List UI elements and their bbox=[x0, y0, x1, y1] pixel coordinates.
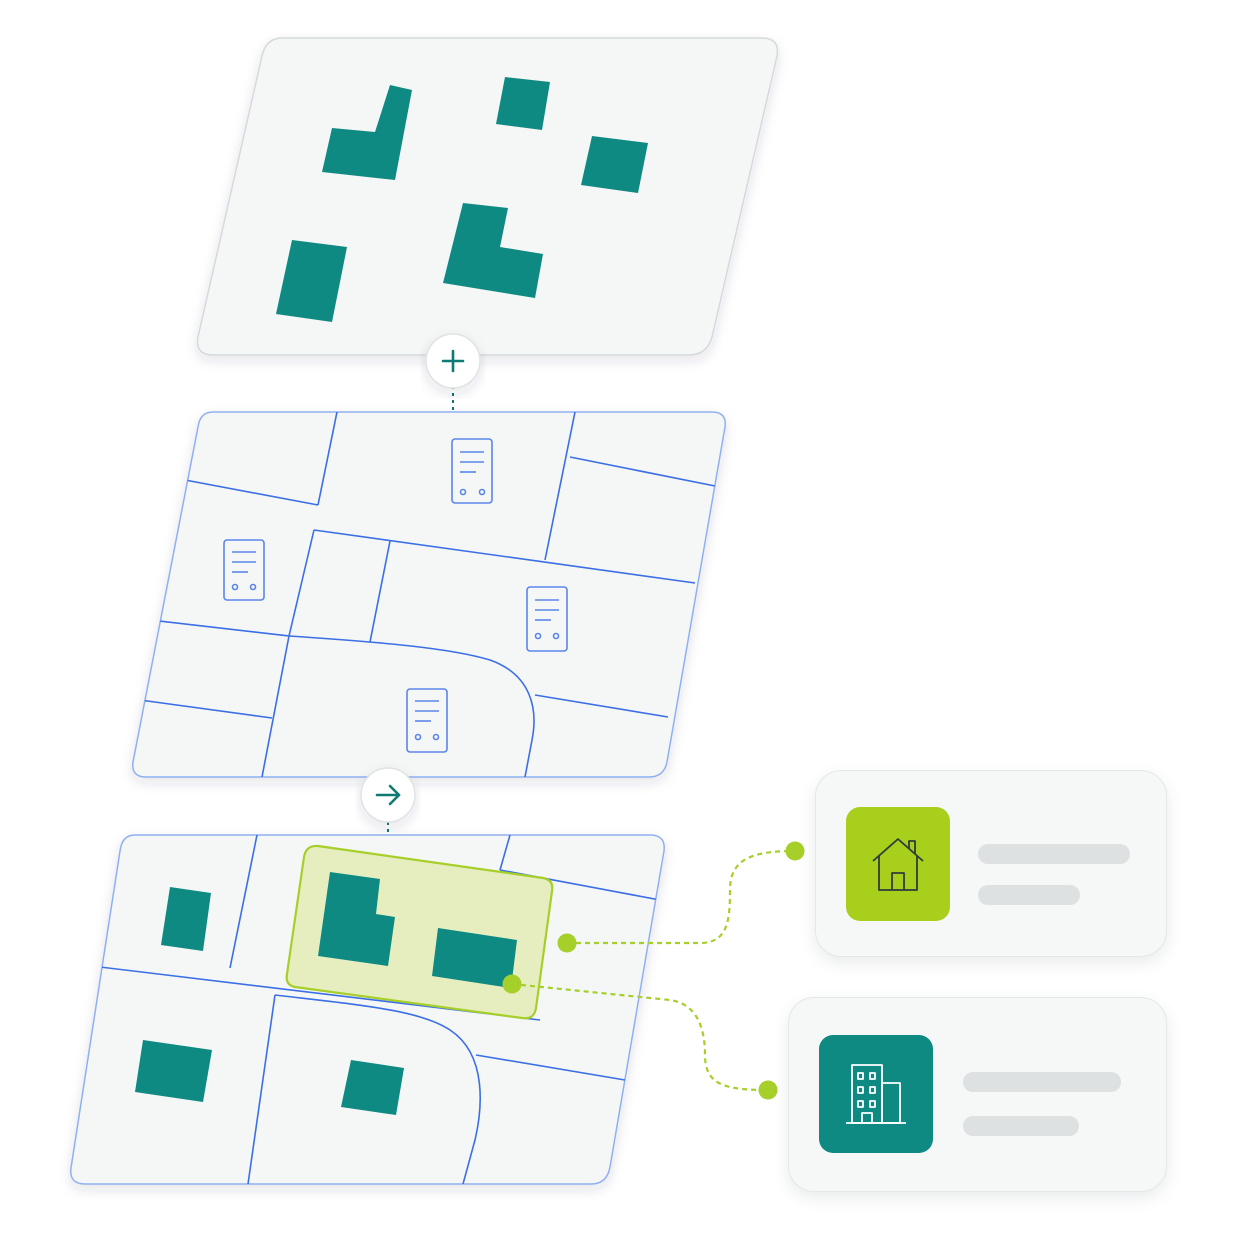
link-endpoint-dot bbox=[785, 841, 805, 861]
building-footprint bbox=[318, 872, 395, 966]
plus-icon bbox=[441, 349, 465, 373]
placeholder-text-line bbox=[963, 1072, 1121, 1092]
arrow-connector[interactable] bbox=[360, 767, 416, 823]
residential-card[interactable] bbox=[815, 770, 1167, 957]
building-footprint bbox=[581, 136, 648, 193]
placeholder-text-line bbox=[963, 1116, 1079, 1136]
document-icon bbox=[223, 539, 265, 601]
office-building-icon bbox=[846, 1064, 906, 1124]
link-endpoint-dot bbox=[502, 974, 522, 994]
building-footprint bbox=[276, 240, 347, 322]
commercial-card[interactable] bbox=[788, 997, 1167, 1192]
building-footprint bbox=[341, 1060, 404, 1115]
building-footprint bbox=[161, 887, 211, 951]
building-footprint bbox=[322, 85, 412, 180]
document-icon bbox=[526, 586, 568, 652]
residential-link bbox=[557, 841, 805, 953]
combined-layer-panel bbox=[70, 834, 665, 1185]
document-icon bbox=[451, 438, 493, 504]
link-endpoint-dot bbox=[758, 1080, 778, 1100]
building-footprint bbox=[135, 1040, 212, 1102]
buildings-layer-panel bbox=[196, 37, 779, 356]
building-footprint bbox=[432, 928, 517, 988]
parcels-layer-panel bbox=[132, 411, 726, 778]
parcel-boundaries bbox=[139, 412, 721, 777]
placeholder-text-line bbox=[978, 844, 1130, 864]
link-dashed-line bbox=[511, 982, 769, 1092]
document-icon bbox=[406, 688, 448, 753]
arrow-right-icon bbox=[375, 784, 401, 806]
link-dashed-line bbox=[567, 849, 796, 945]
placeholder-text-line bbox=[978, 885, 1080, 905]
building-footprint bbox=[496, 77, 550, 130]
residential-icon-tile bbox=[846, 807, 950, 921]
commercial-link bbox=[502, 974, 778, 1100]
building-footprint bbox=[443, 203, 543, 298]
plus-connector[interactable] bbox=[425, 333, 481, 389]
link-endpoint-dot bbox=[557, 933, 577, 953]
commercial-icon-tile bbox=[819, 1035, 933, 1153]
selected-parcel-highlight[interactable] bbox=[285, 844, 554, 1020]
buildings-layer-background bbox=[196, 37, 779, 356]
parcels-layer-background bbox=[132, 411, 726, 778]
house-icon bbox=[872, 838, 924, 891]
